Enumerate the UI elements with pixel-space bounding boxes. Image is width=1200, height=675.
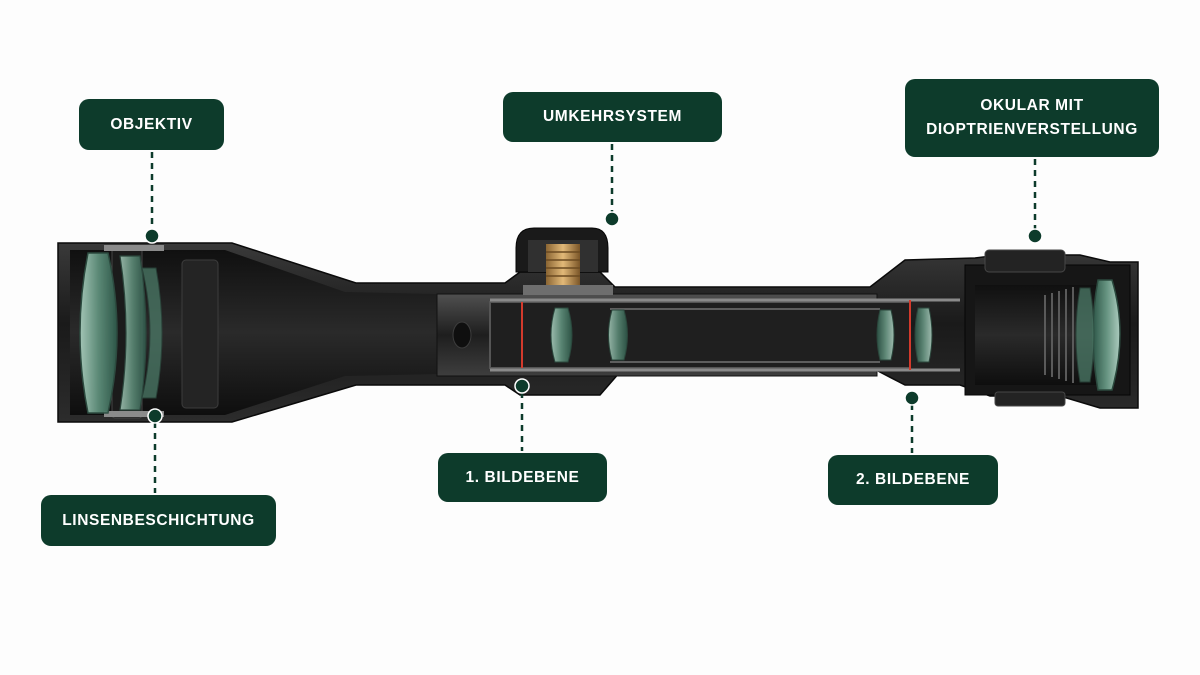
callout-okular-text-line1: OKULAR MIT	[980, 97, 1084, 114]
leader-dots	[144, 211, 1043, 424]
leader-dot-bildebene-1	[514, 378, 530, 394]
erector-lens	[550, 307, 573, 363]
lens-elements	[79, 252, 1121, 414]
objective-ring	[181, 259, 219, 409]
scope-body	[57, 227, 1139, 423]
leader-dot-bildebene-2	[904, 390, 920, 406]
callout-objektiv: OBJEKTIV	[79, 99, 224, 150]
callout-linsenbeschichtung-text: LINSENBESCHICHTUNG	[62, 511, 255, 529]
callout-okular: OKULAR MIT DIOPTRIENVERSTELLUNG	[905, 79, 1159, 157]
callout-bildebene-1-text: 1. BILDEBENE	[465, 468, 580, 486]
leader-dot-objektiv	[144, 228, 160, 244]
objective-bell-interior	[70, 250, 437, 415]
callout-umkehrsystem: UMKEHRSYSTEM	[503, 92, 722, 142]
erector-lens-2	[608, 309, 628, 361]
callout-bildebene-2: 2. BILDEBENE	[828, 455, 998, 505]
ocular-lens	[1092, 279, 1121, 391]
erector-lens-4	[914, 307, 933, 363]
objective-lens-2	[119, 255, 147, 411]
ocular-lens-2	[1075, 287, 1095, 383]
callout-okular-text-line2: DIOPTRIENVERSTELLUNG	[926, 121, 1138, 138]
turret	[515, 227, 613, 295]
objective-retainer-top	[104, 245, 164, 251]
diopter-ring	[984, 249, 1066, 273]
callout-bildebene-1: 1. BILDEBENE	[438, 453, 607, 502]
erector-lens-3	[876, 309, 895, 361]
callout-objektiv-text: OBJEKTIV	[110, 115, 193, 133]
leader-dot-okular	[1027, 228, 1043, 244]
callout-umkehrsystem-text: UMKEHRSYSTEM	[543, 108, 682, 125]
objective-retainer-bottom	[104, 411, 164, 417]
leader-dot-linsenbeschichtung	[147, 408, 163, 424]
callout-linsenbeschichtung: LINSENBESCHICHTUNG	[41, 495, 276, 546]
leader-dot-umkehrsystem	[604, 211, 620, 227]
objective-lens	[79, 252, 118, 414]
diopter-ring-lower	[994, 391, 1066, 407]
eyepiece-ribs	[1044, 287, 1074, 383]
callout-bildebene-2-text: 2. BILDEBENE	[856, 471, 970, 488]
tube-port	[452, 321, 472, 349]
leader-lines	[150, 144, 1037, 493]
objective-lens-3	[141, 267, 163, 399]
